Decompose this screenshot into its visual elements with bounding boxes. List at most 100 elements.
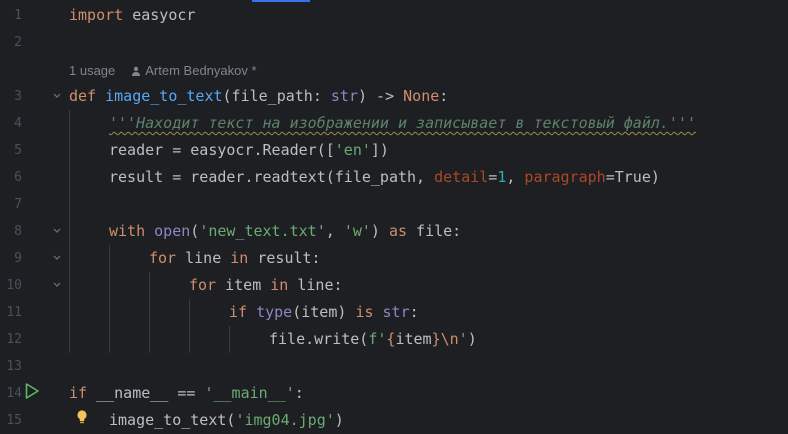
code-text: item bbox=[216, 276, 271, 294]
builtin-function: open bbox=[154, 222, 191, 240]
code-line-8: with open('new_text.txt', 'w') as file: bbox=[109, 218, 461, 245]
indent-guide bbox=[109, 245, 110, 353]
editor-gutter: 1 2 3 4 5 6 7 8 9 10 11 12 13 14 15 bbox=[0, 0, 66, 433]
fold-chevron-icon[interactable] bbox=[52, 218, 62, 245]
line-number: 1 bbox=[14, 8, 22, 23]
code-line-3: def image_to_text(file_path: str) -> Non… bbox=[69, 83, 448, 110]
line-number: 8 bbox=[14, 224, 22, 239]
line-number: 9 bbox=[14, 251, 22, 266]
line-number: 10 bbox=[6, 278, 22, 293]
keyword: import bbox=[69, 6, 124, 24]
code-text: reader = easyocr.Reader([ bbox=[109, 141, 335, 159]
code-text: ) bbox=[370, 222, 389, 240]
fstring-variable: item bbox=[395, 330, 432, 348]
function-name: image_to_text bbox=[105, 87, 223, 105]
builtin-type: str bbox=[382, 303, 410, 321]
keyword: in bbox=[270, 276, 289, 294]
code-text: : bbox=[409, 303, 419, 321]
line-number: 7 bbox=[14, 197, 22, 212]
builtin-type: str bbox=[330, 87, 358, 105]
fstring-brace: } bbox=[431, 330, 441, 348]
code-line-6: result = reader.readtext(file_path, deta… bbox=[109, 164, 660, 191]
usage-count[interactable]: 1 usage bbox=[69, 63, 116, 78]
intention-bulb-icon[interactable] bbox=[75, 409, 89, 425]
line-number: 14 bbox=[6, 386, 22, 401]
string-literal: 'new_text.txt' bbox=[199, 222, 326, 240]
code-line-14: if __name__ == '__main__': bbox=[69, 380, 304, 407]
code-text: easyocr bbox=[123, 6, 196, 24]
code-line-1: import easyocr bbox=[69, 2, 195, 29]
keyword: in bbox=[230, 249, 249, 267]
fold-chevron-icon[interactable] bbox=[52, 245, 62, 272]
keyword: None bbox=[403, 87, 440, 105]
code-text: file.write( bbox=[269, 330, 369, 348]
user-icon bbox=[132, 66, 141, 76]
code-text: = bbox=[488, 168, 498, 186]
code-text: ( bbox=[190, 222, 200, 240]
string-literal: 'w' bbox=[343, 222, 371, 240]
code-text bbox=[247, 303, 256, 321]
keyword: if bbox=[229, 303, 248, 321]
number-literal: 1 bbox=[497, 168, 507, 186]
code-text: (item) bbox=[292, 303, 356, 321]
line-number: 11 bbox=[6, 305, 22, 320]
keyword-argument: detail bbox=[434, 168, 489, 186]
code-line-15: image_to_text('img04.jpg') bbox=[109, 407, 344, 434]
keyword: if bbox=[69, 384, 88, 402]
indent-guide bbox=[69, 110, 70, 353]
code-text: result: bbox=[248, 249, 321, 267]
fstring-prefix: f' bbox=[368, 330, 387, 348]
keyword: as bbox=[388, 222, 408, 240]
code-text: __name__ == bbox=[87, 384, 205, 402]
keyword: with bbox=[109, 222, 146, 240]
code-line-5: reader = easyocr.Reader(['en']) bbox=[109, 137, 389, 164]
docstring: '''Находит текст на изображении и записы… bbox=[109, 114, 696, 132]
line-number: 6 bbox=[14, 170, 22, 185]
code-text: file: bbox=[407, 222, 462, 240]
code-text bbox=[374, 303, 383, 321]
line-number: 15 bbox=[6, 413, 22, 428]
indent-guide bbox=[189, 299, 190, 353]
builtin-function: type bbox=[256, 303, 293, 321]
keyword: def bbox=[69, 87, 97, 105]
code-line-4: '''Находит текст на изображении и записы… bbox=[109, 110, 696, 137]
string-literal: 'img04.jpg' bbox=[235, 411, 335, 429]
code-text: (file_path: bbox=[222, 87, 331, 105]
code-text: line bbox=[176, 249, 231, 267]
code-text: : bbox=[439, 87, 449, 105]
code-text: ) bbox=[334, 411, 344, 429]
fold-chevron-icon[interactable] bbox=[52, 83, 62, 110]
line-number: 2 bbox=[14, 35, 22, 50]
line-number: 4 bbox=[14, 116, 22, 131]
line-number: 13 bbox=[6, 359, 22, 374]
code-line-12: file.write(f'{item}\n') bbox=[269, 326, 477, 353]
string-literal: 'en' bbox=[334, 141, 371, 159]
code-text: , bbox=[325, 222, 344, 240]
code-text: result = reader.readtext(file_path, bbox=[109, 168, 435, 186]
code-line-11: if type(item) is str: bbox=[229, 299, 419, 326]
code-text: line: bbox=[288, 276, 343, 294]
code-text bbox=[145, 222, 154, 240]
string-quote: ' bbox=[458, 330, 468, 348]
line-number: 3 bbox=[14, 89, 22, 104]
keyword: for bbox=[149, 249, 177, 267]
escape-sequence: \n bbox=[440, 330, 459, 348]
keyword: for bbox=[189, 276, 217, 294]
indent-guide bbox=[229, 326, 230, 353]
indent-guide bbox=[149, 272, 150, 353]
line-number: 5 bbox=[14, 143, 22, 158]
line-number: 12 bbox=[6, 332, 22, 347]
code-line-10: for item in line: bbox=[189, 272, 343, 299]
scroll-indicator bbox=[252, 0, 310, 2]
string-literal: '__main__' bbox=[204, 384, 295, 402]
code-text: =True) bbox=[605, 168, 660, 186]
code-text: : bbox=[294, 384, 304, 402]
code-text: image_to_text( bbox=[109, 411, 236, 429]
fold-chevron-icon[interactable] bbox=[52, 272, 62, 299]
code-text: , bbox=[506, 168, 525, 186]
author-name[interactable]: Artem Bednyakov * bbox=[145, 63, 257, 78]
usage-inlay-hint[interactable]: 1 usage Artem Bednyakov * bbox=[69, 57, 257, 84]
code-text: ]) bbox=[370, 141, 389, 159]
run-play-icon[interactable] bbox=[24, 382, 40, 400]
